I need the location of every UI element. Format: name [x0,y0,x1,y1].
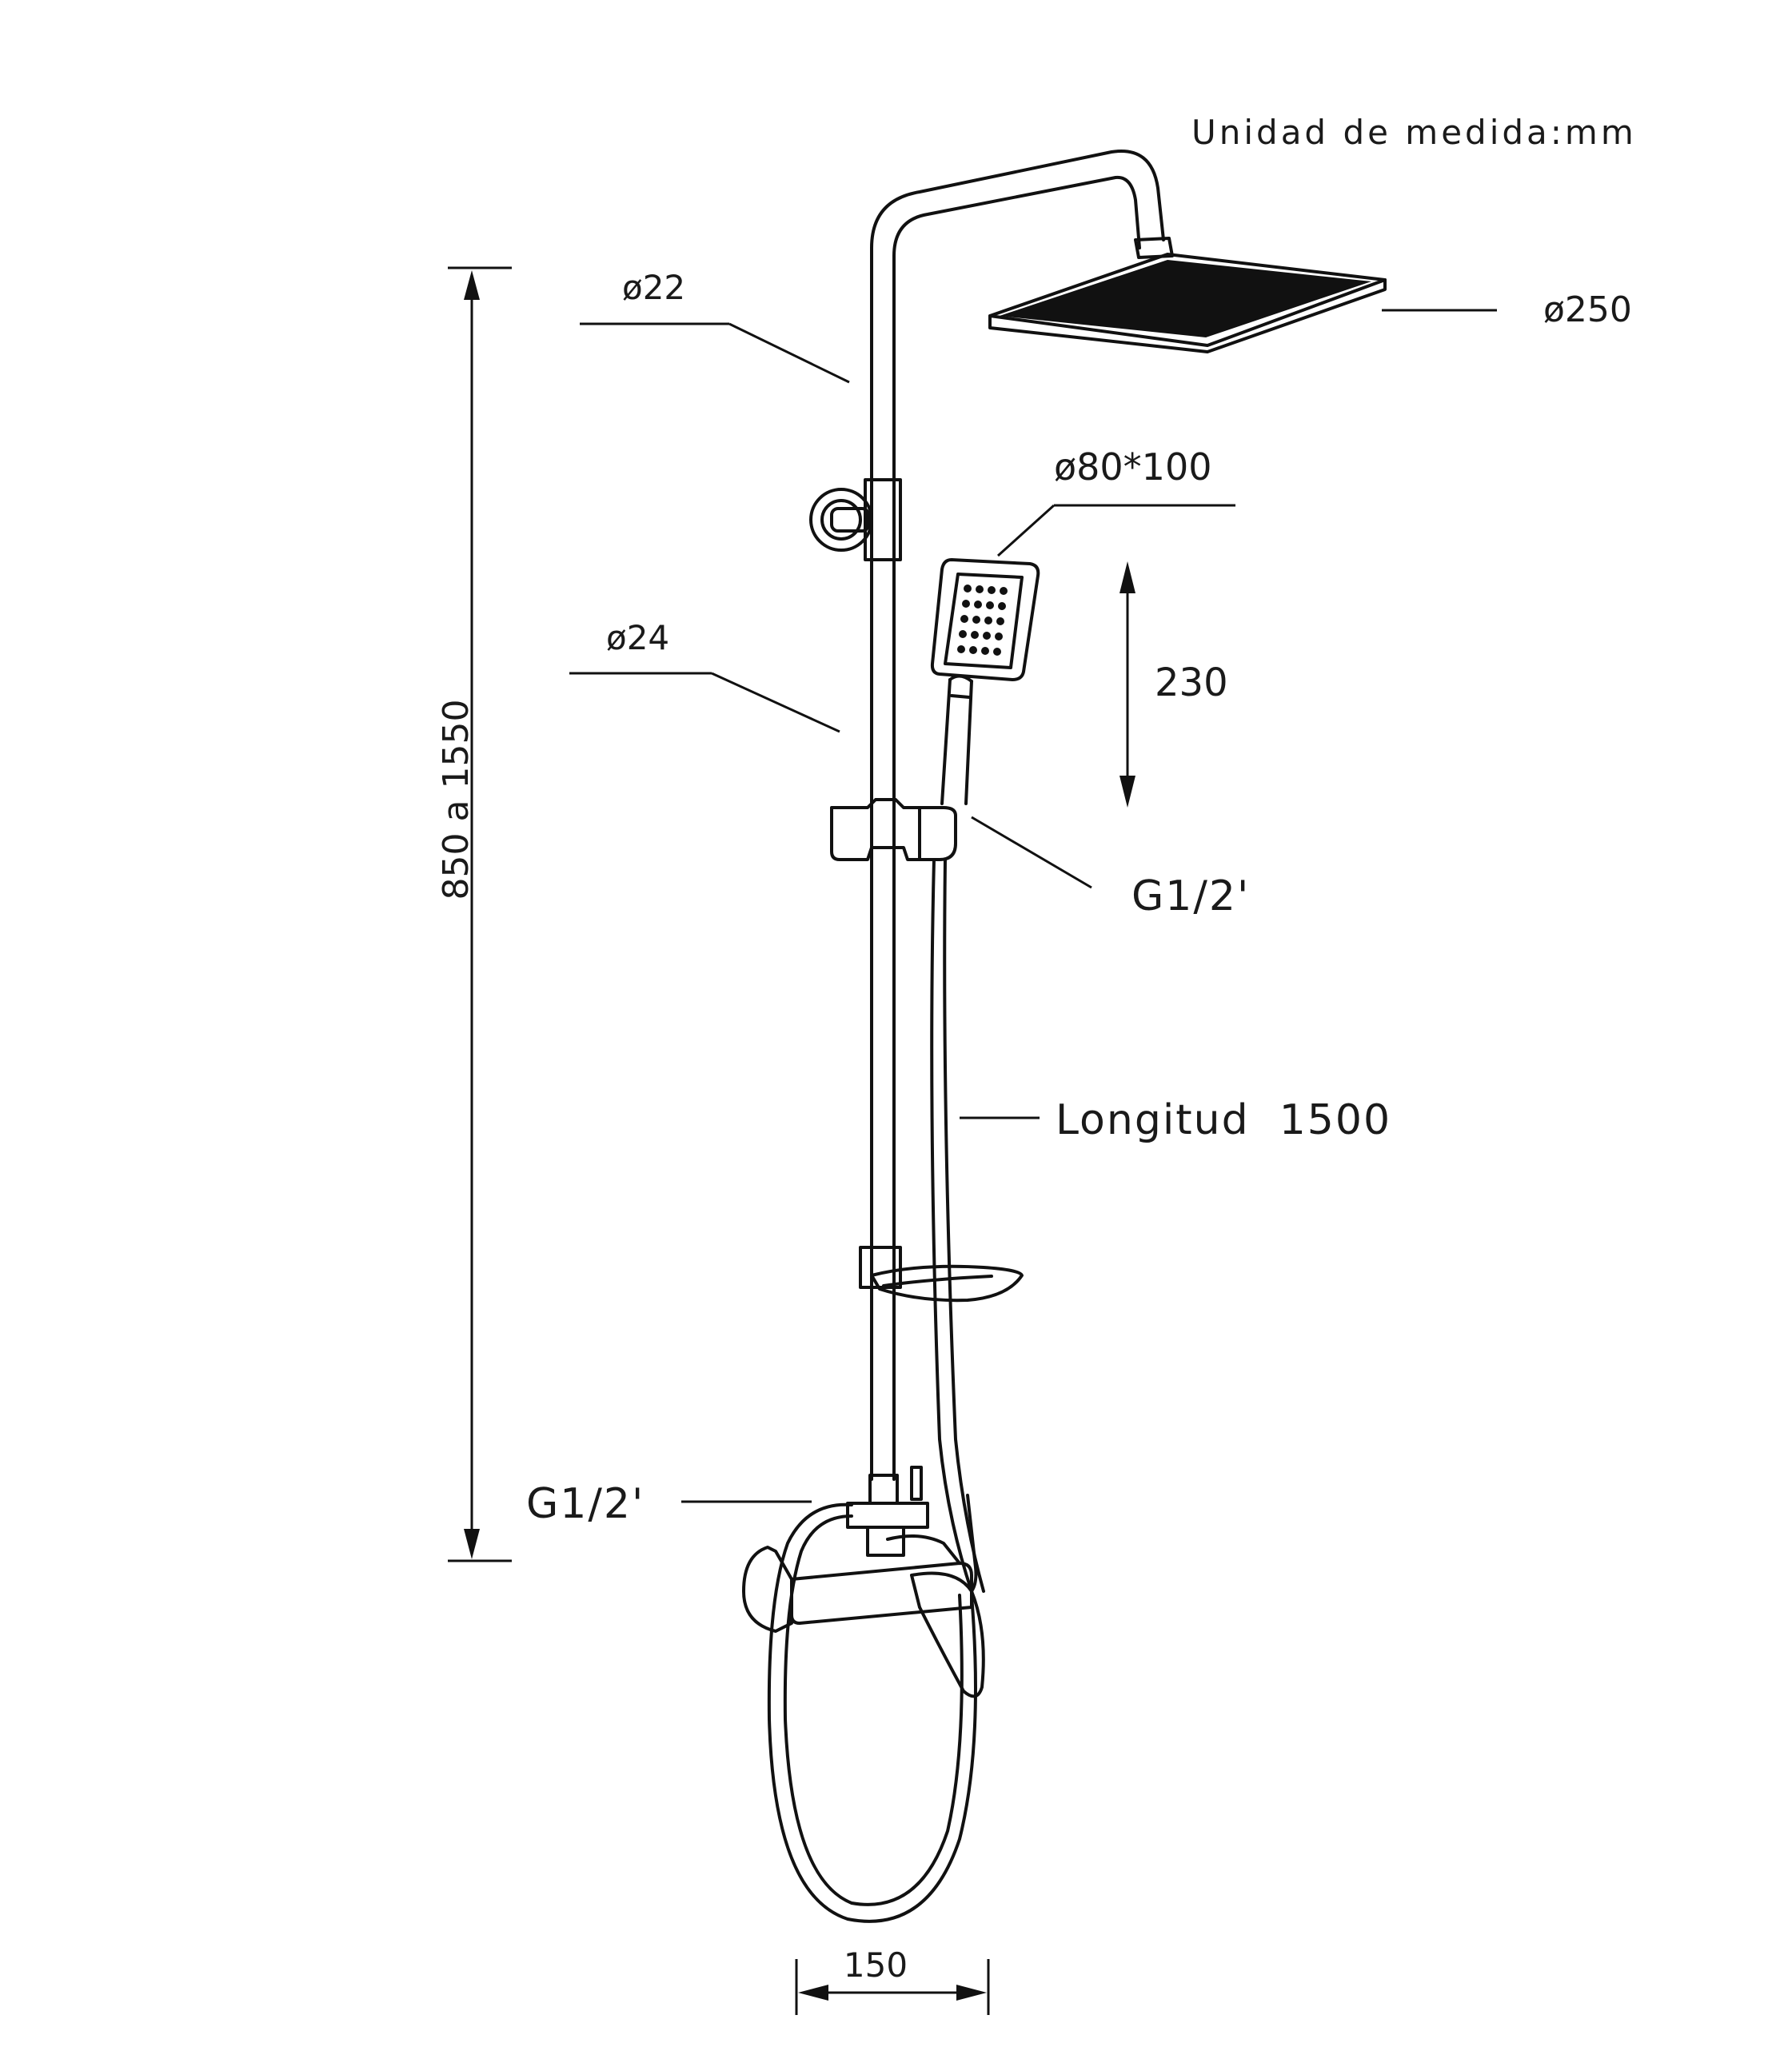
inlet-thread-label: G1/2' [526,1480,645,1528]
dimension-mixer-spacing [795,1959,990,2015]
dimension-hand-shower-height [1120,561,1135,808]
rain-head-diameter-label: ø250 [1543,289,1632,330]
slider-thread-label: G1/2' [1131,872,1250,920]
leader-top-pipe [580,322,850,384]
dimension-total-height [448,266,512,1562]
leader-main-pipe [569,672,840,733]
hose-loop [767,1502,977,1923]
leader-slider-thread [971,816,1092,889]
mixer-spacing-label: 150 [844,1945,908,1985]
total-height-label: 850 a 1550 [436,700,477,900]
soap-dish [859,1246,1024,1303]
hand-shower-height-label: 230 [1155,660,1228,705]
slider-bracket [830,798,957,861]
shower-hose [930,858,985,1593]
diverter [846,1466,929,1557]
mixer-body [742,1494,985,1698]
hand-shower [930,558,1040,805]
leader-hand-shower [996,504,1235,557]
rain-shower-head [988,253,1387,353]
unit-note: Unidad de medida:mm [1191,113,1637,152]
main-pipe [870,486,896,1481]
hose-length-label: Longitud 1500 [1056,1096,1391,1144]
wall-bracket-top [809,478,902,561]
main-pipe-diameter-label: ø24 [606,618,669,657]
hand-shower-size-label: ø80*100 [1054,445,1211,489]
top-pipe-diameter-label: ø22 [622,268,685,307]
